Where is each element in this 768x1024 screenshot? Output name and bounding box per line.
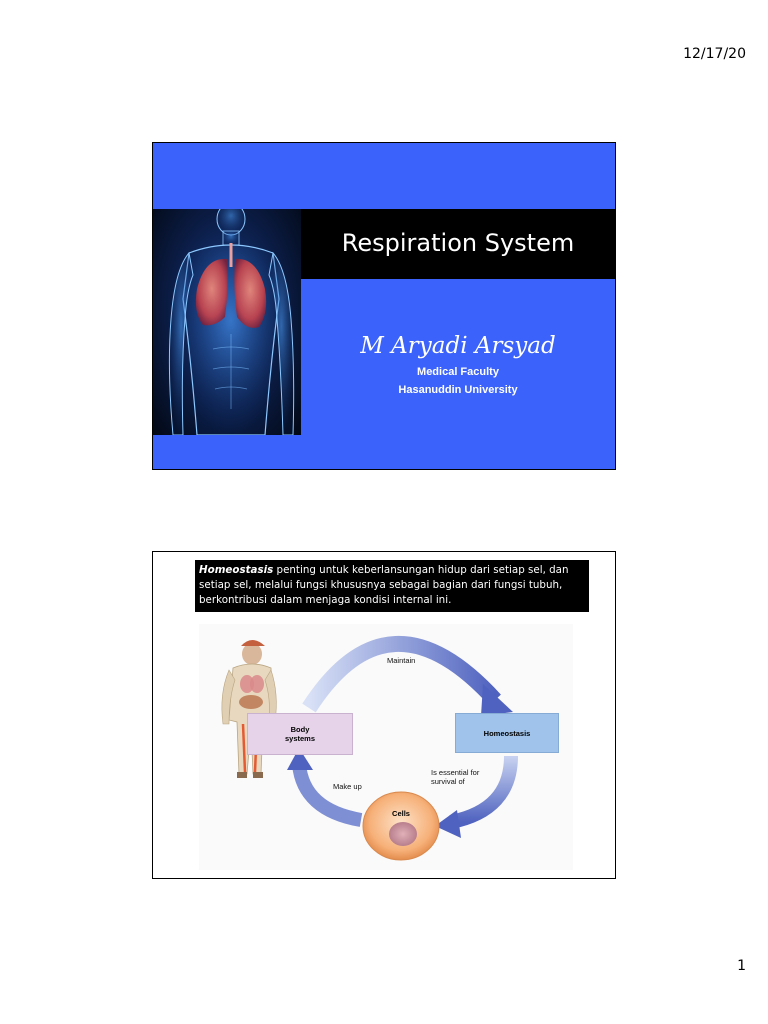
caption-term: Homeostasis [199, 564, 274, 576]
essential-label-2: survival of [431, 777, 465, 786]
human-figure-illustration [221, 640, 277, 778]
cells-label: Cells [392, 809, 410, 818]
body-systems-label-2: systems [284, 734, 316, 743]
homeostasis-label: Homeostasis [483, 728, 531, 738]
page-date: 12/17/20 [683, 46, 746, 62]
slide-title: Respiration System [341, 229, 575, 257]
page-number: 1 [737, 958, 746, 974]
author-name: M Aryadi Arsyad [360, 333, 556, 359]
affiliation-university: Hasanuddin University [398, 384, 518, 396]
caption-text: penting untuk keberlansungan hidup dari … [199, 564, 569, 606]
maintain-label: Maintain [387, 656, 416, 665]
maintain-arrow [302, 635, 501, 713]
homeostasis-box: Homeostasis [455, 713, 559, 753]
homeostasis-slide: Homeostasis penting untuk keberlansungan… [152, 551, 616, 879]
title-band: Respiration System [301, 209, 615, 279]
anatomy-lungs-image [153, 209, 301, 435]
body-systems-label-1: Body [290, 725, 310, 734]
make-up-label: Make up [333, 782, 362, 791]
homeostasis-caption: Homeostasis penting untuk keberlansungan… [195, 560, 589, 612]
essential-label-1: Is essential for [431, 768, 480, 777]
affiliation-faculty: Medical Faculty [417, 366, 499, 378]
title-slide: Respiration System M Aryadi Arsyad Medic… [152, 142, 616, 470]
